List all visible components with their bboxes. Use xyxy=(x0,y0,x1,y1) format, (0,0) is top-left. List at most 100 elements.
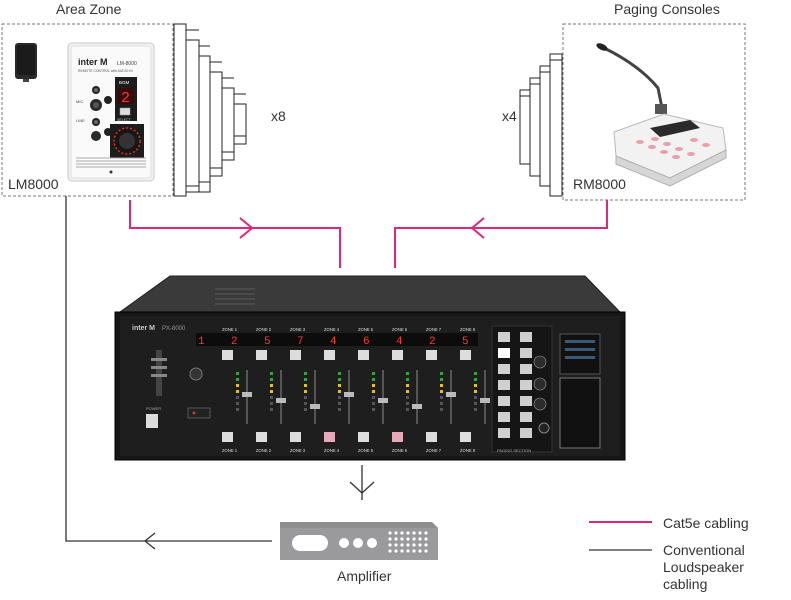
speaker-cabling-lines xyxy=(65,196,375,550)
level-led xyxy=(440,390,443,393)
zone-label-top: ZONE 5 xyxy=(358,327,374,332)
amplifier-vent-dot xyxy=(412,531,416,535)
level-led xyxy=(406,384,409,387)
level-led xyxy=(338,402,341,405)
amplifier-vent-dot xyxy=(406,537,410,541)
digit-display: 2 xyxy=(429,336,436,348)
fader-track xyxy=(280,370,282,424)
level-led xyxy=(372,408,375,411)
zone-label-top: ZONE 8 xyxy=(460,327,476,332)
zone-label-top: ZONE 1 xyxy=(222,327,238,332)
area-zone-title: Area Zone xyxy=(56,1,122,17)
paging-section-buttons xyxy=(498,332,532,438)
amplifier-vent-dot xyxy=(412,543,416,547)
level-led xyxy=(440,372,443,375)
level-led xyxy=(474,390,477,393)
paging-button xyxy=(498,428,510,438)
zone-mute-button xyxy=(426,432,437,442)
fader-track xyxy=(484,370,486,424)
amplifier-vent-dot xyxy=(424,537,428,541)
zone-label-bottom: ZONE 5 xyxy=(358,448,374,453)
zone-select-button xyxy=(426,350,437,360)
amplifier-vent-dot xyxy=(400,537,404,541)
digit-display: 4 xyxy=(396,336,403,348)
level-led xyxy=(304,408,307,411)
zone-mute-button xyxy=(290,432,301,442)
paging-button xyxy=(520,428,532,438)
mixer-channels xyxy=(222,350,490,442)
level-led xyxy=(236,396,239,399)
digit-display: 1 xyxy=(198,336,205,348)
amplifier-vent-dot xyxy=(400,543,404,547)
amplifier-vent-dot xyxy=(388,543,392,547)
level-led xyxy=(406,402,409,405)
level-led xyxy=(440,408,443,411)
zone-select-button xyxy=(324,350,335,360)
zone-label-top: ZONE 7 xyxy=(426,327,442,332)
level-led xyxy=(372,390,375,393)
cat5e-lines xyxy=(129,200,608,268)
paging-multiplier: x4 xyxy=(502,108,517,124)
legend-cat5e-label: Cat5e cabling xyxy=(663,515,749,531)
bgm-digit: 2 xyxy=(121,90,130,107)
level-led xyxy=(372,402,375,405)
level-led xyxy=(474,402,477,405)
paging-button xyxy=(520,412,532,422)
amplifier-vent-dot xyxy=(424,531,428,535)
zone-select-button xyxy=(256,350,267,360)
level-led xyxy=(338,378,341,381)
zone-select-button xyxy=(460,350,471,360)
lm8000-panel: inter M LM-8000 REMOTE CONTROL with AUDI… xyxy=(67,42,155,182)
svg-text:SELECT: SELECT xyxy=(117,118,131,122)
level-led xyxy=(304,378,307,381)
level-led xyxy=(338,396,341,399)
remote-subtitle: REMOTE CONTROL with AUDIO IN xyxy=(78,69,133,73)
level-led xyxy=(406,372,409,375)
zone-label-bottom: ZONE 6 xyxy=(392,448,408,453)
fader-knob xyxy=(310,404,320,409)
paging-consoles-box xyxy=(562,23,746,201)
amplifier-vent-dot xyxy=(418,543,422,547)
amplifier-vent-dot xyxy=(412,537,416,541)
amplifier-vent-dot xyxy=(418,537,422,541)
amplifier-vent-dot xyxy=(418,549,422,553)
digit-display: 5 xyxy=(462,336,469,348)
paging-button xyxy=(498,348,510,358)
level-led xyxy=(236,378,239,381)
level-led xyxy=(270,402,273,405)
level-led xyxy=(406,378,409,381)
level-led xyxy=(474,408,477,411)
remote-model: LM-8000 xyxy=(117,61,137,67)
legend-conventional-line-3: cabling xyxy=(663,576,708,592)
paging-stack xyxy=(519,53,563,197)
level-led xyxy=(304,372,307,375)
zone-label-bottom: ZONE 8 xyxy=(460,448,476,453)
amplifier-device xyxy=(280,522,438,560)
legend-conventional-line-1: Conventional xyxy=(663,542,745,558)
paging-button xyxy=(520,380,532,390)
zone-select-button xyxy=(290,350,301,360)
level-led xyxy=(270,384,273,387)
amplifier-vent-dot xyxy=(394,537,398,541)
amplifier-vent-dot xyxy=(400,531,404,535)
zone-select-button xyxy=(392,350,403,360)
fader-track xyxy=(314,370,316,424)
amplifier-vent-dot xyxy=(424,543,428,547)
level-led xyxy=(236,408,239,411)
svg-text:LINE: LINE xyxy=(76,118,85,123)
zone-mute-button xyxy=(256,432,267,442)
digit-display: 5 xyxy=(264,336,271,348)
zone-label-bottom: ZONE 1 xyxy=(222,448,238,453)
level-led xyxy=(372,378,375,381)
level-led xyxy=(372,396,375,399)
bgm-label: BGM xyxy=(119,80,130,85)
level-led xyxy=(372,384,375,387)
level-led xyxy=(338,390,341,393)
level-led xyxy=(474,384,477,387)
fader-knob xyxy=(412,404,422,409)
level-led xyxy=(270,396,273,399)
amplifier-vent-dot xyxy=(406,549,410,553)
level-led xyxy=(338,408,341,411)
